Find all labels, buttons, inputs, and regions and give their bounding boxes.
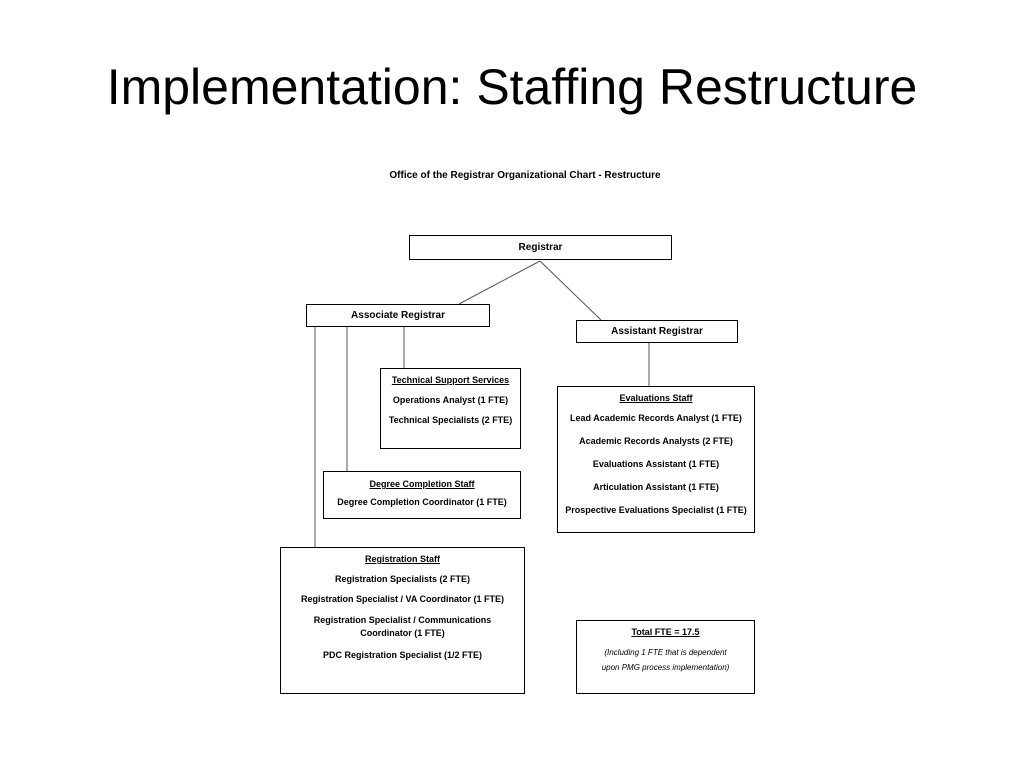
slide-title: Implementation: Staffing Restructure xyxy=(106,59,918,115)
evaluations-line: Academic Records Analysts (2 FTE) xyxy=(579,436,733,446)
registration-line: Registration Specialists (2 FTE) xyxy=(334,574,471,584)
registrar-box: Registrar xyxy=(409,235,672,260)
registration-line: Registration Specialist / VA Coordinator… xyxy=(300,594,505,604)
technical-support-line: Operations Analyst (1 FTE) xyxy=(392,395,509,405)
line-registrar-assistant xyxy=(539,260,602,321)
technical-support-line: Technical Specialists (2 FTE) xyxy=(388,415,513,425)
assistant-registrar-label: Assistant Registrar xyxy=(611,326,703,337)
technical-support-box: Technical Support Services Operations An… xyxy=(380,368,521,449)
degree-completion-box: Degree Completion Staff Degree Completio… xyxy=(323,471,521,519)
total-fte-note: upon PMG process implementation) xyxy=(601,663,730,672)
evaluations-line: Lead Academic Records Analyst (1 FTE) xyxy=(570,413,742,423)
registration-staff-box: Registration Staff Registration Speciali… xyxy=(280,547,525,694)
associate-registrar-box: Associate Registrar xyxy=(306,304,490,327)
assistant-registrar-box: Assistant Registrar xyxy=(576,320,738,343)
technical-support-heading: Technical Support Services xyxy=(391,375,510,385)
evaluations-line: Evaluations Assistant (1 FTE) xyxy=(592,459,720,469)
evaluations-line: Prospective Evaluations Specialist (1 FT… xyxy=(565,505,747,515)
evaluations-line: Articulation Assistant (1 FTE) xyxy=(593,482,719,492)
associate-registrar-label: Associate Registrar xyxy=(351,310,445,321)
degree-completion-line: Degree Completion Coordinator (1 FTE) xyxy=(337,497,507,507)
registrar-label: Registrar xyxy=(518,242,563,253)
evaluations-heading: Evaluations Staff xyxy=(619,393,693,403)
total-fte-note: (Including 1 FTE that is dependent xyxy=(604,648,727,657)
registration-line: Registration Specialist / Communications… xyxy=(313,615,492,638)
degree-completion-heading: Degree Completion Staff xyxy=(369,479,475,489)
line-registrar-associate xyxy=(458,260,541,305)
total-fte-box: Total FTE = 17.5 (Including 1 FTE that i… xyxy=(576,620,755,694)
registration-heading: Registration Staff xyxy=(364,554,440,564)
registration-line: PDC Registration Specialist (1/2 FTE) xyxy=(322,650,483,660)
chart-title: Office of the Registrar Organizational C… xyxy=(389,170,661,181)
total-fte-heading: Total FTE = 17.5 xyxy=(631,627,700,637)
evaluations-staff-box: Evaluations Staff Lead Academic Records … xyxy=(557,386,755,533)
